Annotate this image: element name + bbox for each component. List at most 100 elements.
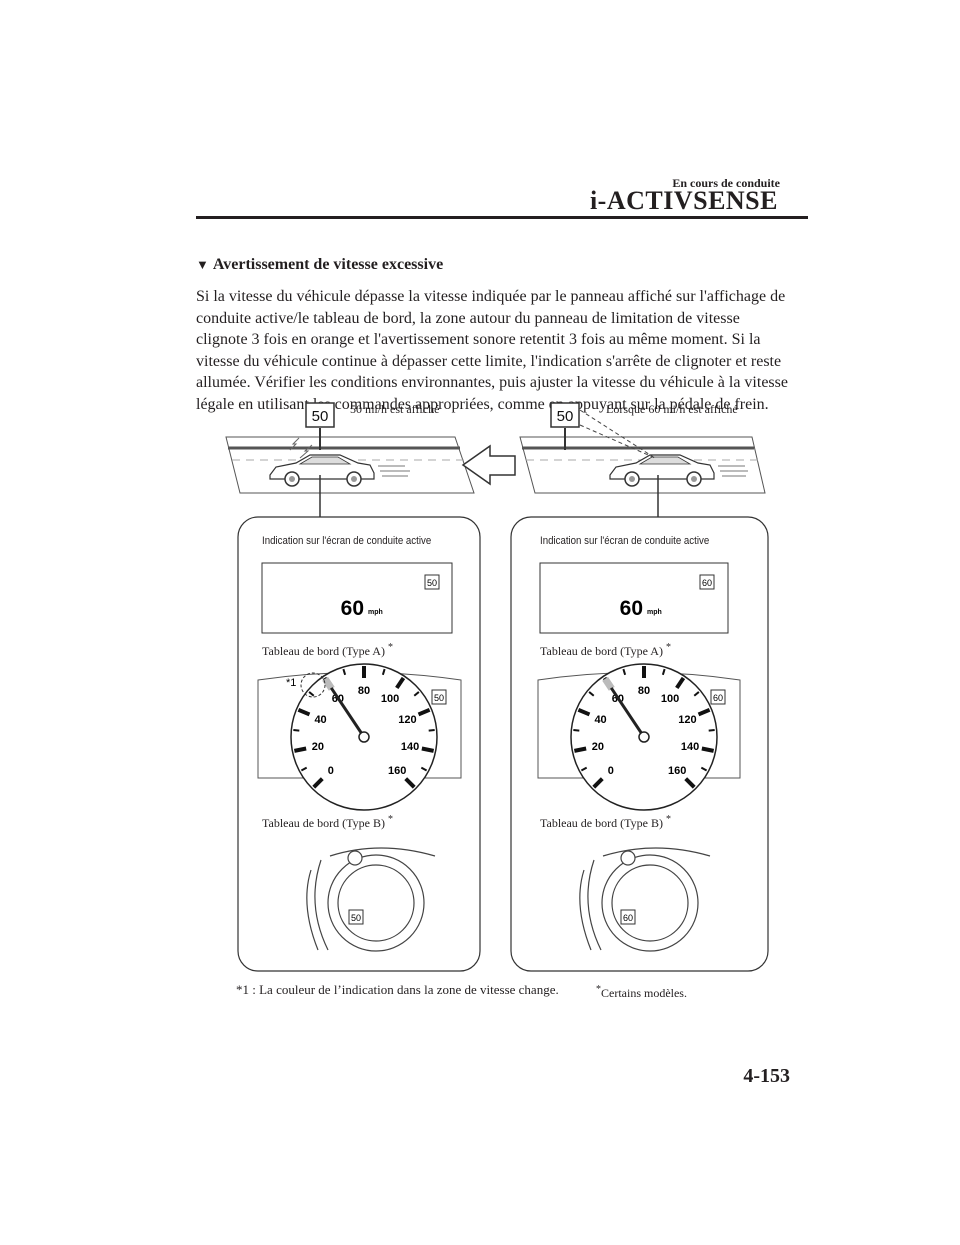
left-type-b-cluster <box>306 847 436 952</box>
left-tick <box>342 668 347 676</box>
page-title: i-ACTIVSENSE <box>589 186 778 215</box>
right-road-scene: 50 <box>519 402 766 494</box>
left-type-a-label: Tableau de bord (Type A) * <box>262 642 393 658</box>
left-tick <box>417 707 431 717</box>
right-tick <box>573 729 580 732</box>
right-tick <box>701 746 715 753</box>
left-needle-hub <box>358 731 370 743</box>
asterisk-mark: * <box>387 642 393 653</box>
right-tick <box>700 766 708 772</box>
right-display-unit: mph <box>647 609 662 616</box>
left-needle <box>329 687 366 738</box>
right-cluster-sign: 60 <box>713 693 723 703</box>
left-tick-label: 20 <box>312 741 324 753</box>
right-type-b-label: Tableau de bord (Type B) * <box>540 814 671 830</box>
right-tick-label: 100 <box>661 693 679 705</box>
right-tick <box>622 668 627 676</box>
left-display-speed: 60 <box>341 597 364 620</box>
paragraph-line: vitesse du véhicule continue à dépasser … <box>196 352 782 370</box>
right-typeb-sign: 60 <box>623 913 633 923</box>
left-tick-label: 120 <box>398 714 416 726</box>
right-needle-hub <box>638 731 650 743</box>
right-display-speed: 60 <box>620 597 643 620</box>
right-panel <box>510 516 769 972</box>
marker-label: *1 <box>286 677 296 689</box>
right-speed-zone <box>602 676 615 691</box>
left-panel <box>237 516 481 972</box>
right-tick <box>697 707 711 717</box>
right-tick <box>592 777 604 789</box>
right-needle <box>609 687 646 738</box>
right-tick-label: 120 <box>678 714 696 726</box>
right-tick <box>588 691 595 697</box>
page-number: 4-153 <box>743 1065 790 1087</box>
asterisk-mark: * <box>387 814 393 825</box>
asterisk-mark: * <box>665 642 671 653</box>
right-tick <box>675 676 686 690</box>
paragraph-line: allumée. Vérifier les conditions environ… <box>196 374 788 391</box>
left-tick <box>312 777 324 789</box>
right-tick <box>708 729 715 732</box>
triangle-down-icon: ▼ <box>196 257 209 272</box>
left-arrow-icon <box>461 444 516 486</box>
left-tick <box>421 746 435 753</box>
left-road-scene: 50 <box>225 402 475 494</box>
left-tick-label: 80 <box>358 685 370 697</box>
right-tick <box>684 777 696 789</box>
section-title-text: Avertissement de vitesse excessive <box>212 256 444 273</box>
footnote: *1 : La couleur de l’indication dans la … <box>236 982 559 997</box>
left-tick <box>420 766 428 772</box>
asterisk-mark: * <box>596 984 601 995</box>
left-speed-zone <box>322 676 335 691</box>
left-road-sign: 50 <box>312 408 329 425</box>
certain-models-note: *Certains modèles. <box>596 984 687 1000</box>
paragraph-line: conduite active/le tableau de bord, la z… <box>196 309 740 327</box>
paragraph-line: légale en utilisant les commandes approp… <box>196 395 769 413</box>
left-caption: 50 mi/h est affiché <box>350 402 440 416</box>
right-tick <box>573 746 587 753</box>
paragraph-line: Si la vitesse du véhicule dépasse la vit… <box>196 288 786 305</box>
right-tick <box>661 668 666 676</box>
right-tick-label: 20 <box>592 741 604 753</box>
left-tick-label: 40 <box>314 714 326 726</box>
left-typeb-sign: 50 <box>351 913 361 923</box>
left-active-display-label: Indication sur l'écran de conduite activ… <box>262 535 432 547</box>
left-tick <box>395 676 406 690</box>
left-display-unit: mph <box>368 609 383 616</box>
right-type-b-cluster <box>579 847 711 952</box>
left-tick-label: 0 <box>328 765 334 777</box>
right-caption: Lorsque 60 mi/h est affiché <box>606 402 738 416</box>
left-tick-label: 160 <box>388 765 406 777</box>
right-tick <box>693 691 700 697</box>
left-tick <box>308 691 315 697</box>
left-tick <box>293 746 307 753</box>
header-rule <box>196 216 808 219</box>
left-tick <box>381 668 386 676</box>
right-tick <box>580 766 588 772</box>
left-display-sign: 50 <box>427 578 437 588</box>
left-tick-label: 140 <box>401 741 419 753</box>
left-tick <box>413 691 420 697</box>
right-road-sign: 50 <box>557 408 574 425</box>
right-tick-label: 40 <box>594 714 606 726</box>
paragraph-line: clignote 3 fois en orange et l'avertisse… <box>196 331 761 348</box>
right-tick-label: 0 <box>608 765 614 777</box>
right-tick <box>577 707 591 717</box>
left-tick <box>293 729 300 732</box>
left-tick <box>297 707 311 717</box>
left-tick <box>404 777 416 789</box>
left-tick <box>300 766 308 772</box>
right-tick-label: 140 <box>681 741 699 753</box>
right-type-a-label: Tableau de bord (Type A) * <box>540 642 671 658</box>
chapter-header: En cours de conduite <box>672 176 780 190</box>
left-tick-label: 100 <box>381 693 399 705</box>
right-tick-label: 80 <box>638 685 650 697</box>
right-display-sign: 60 <box>702 578 712 588</box>
right-tick-label: 160 <box>668 765 686 777</box>
left-cluster-sign: 50 <box>434 693 444 703</box>
section-paragraph: Si la vitesse du véhicule dépasse la vit… <box>196 286 796 415</box>
left-tick <box>428 729 435 732</box>
asterisk-mark: * <box>665 814 671 825</box>
right-active-display-label: Indication sur l'écran de conduite activ… <box>540 535 710 547</box>
